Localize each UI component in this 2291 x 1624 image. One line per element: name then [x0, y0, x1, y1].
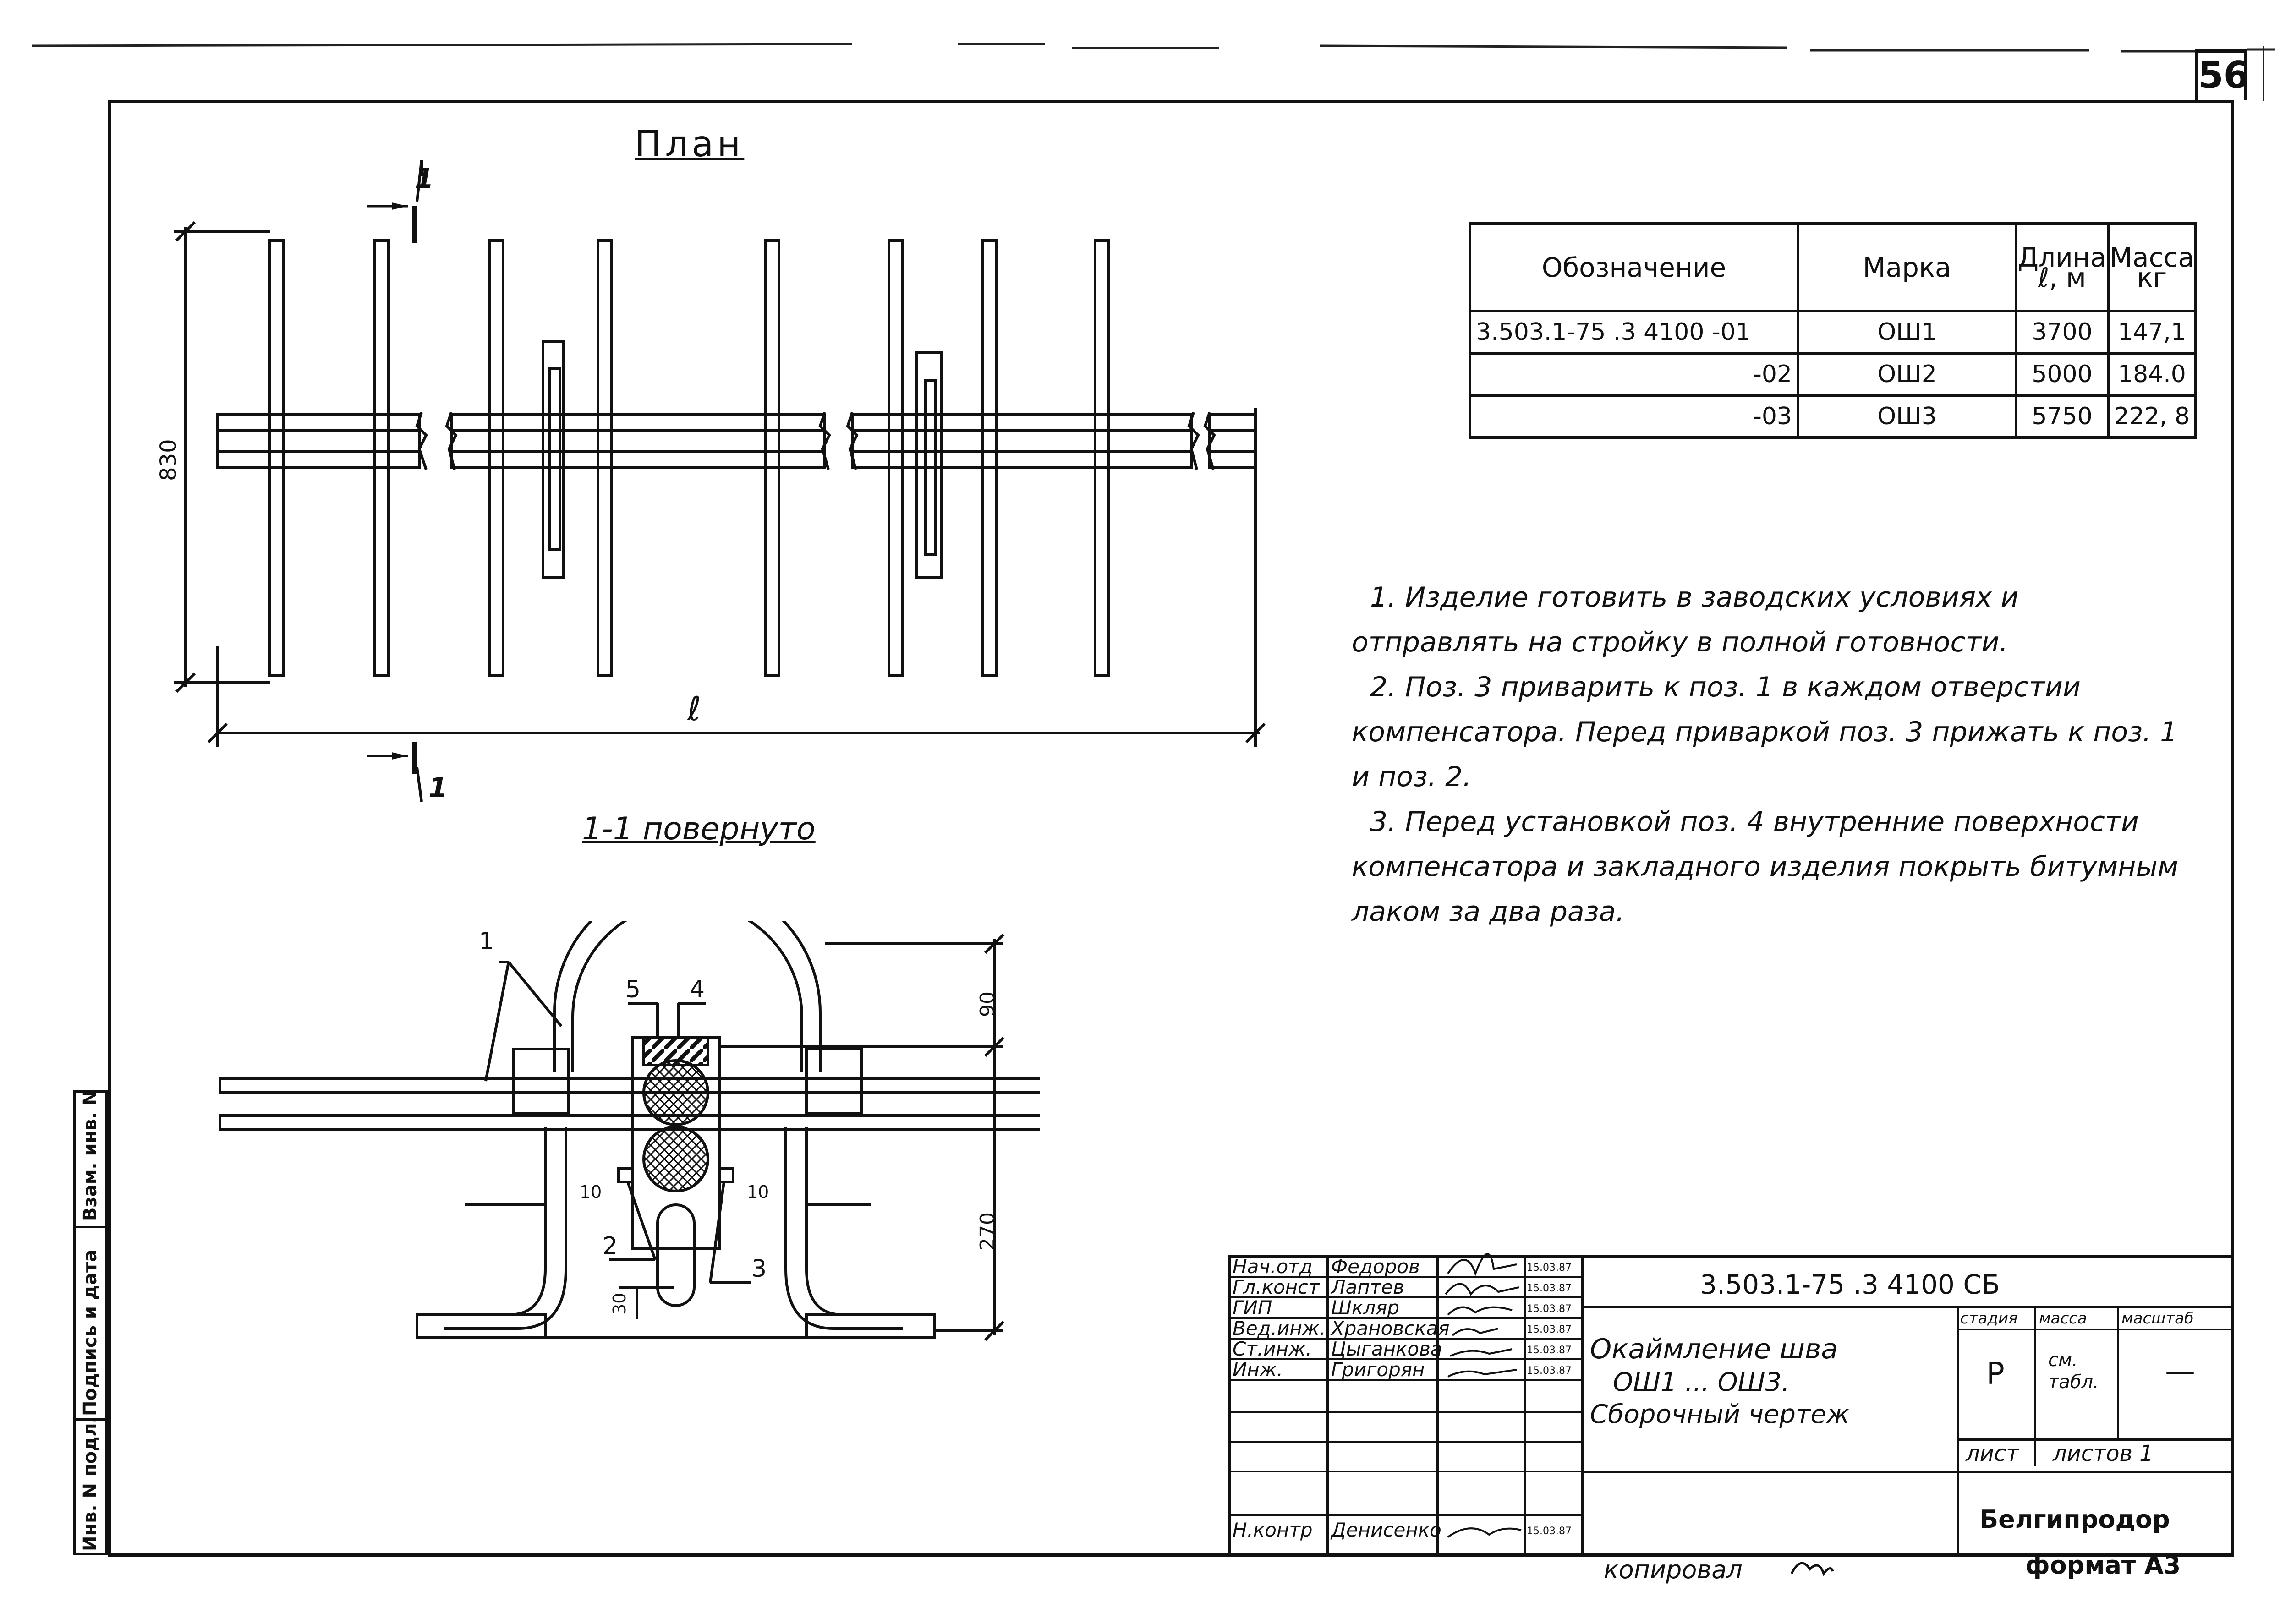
section-title: 1-1 повернуто [582, 811, 816, 847]
drawing-frame [108, 100, 2234, 1557]
date-4: 15.03.87 [1527, 1345, 1572, 1356]
date-9: 15.03.87 [1527, 1526, 1572, 1537]
side-label-replace-inv: Взам. инв. N [80, 1090, 101, 1221]
dim-10-right: 10 [747, 1182, 769, 1202]
sheet-number: 56 [2195, 49, 2249, 100]
pos-1-label: 1 [479, 928, 494, 955]
spec-cell-mass: 222, 8 [2107, 394, 2197, 439]
mass-header: масса [2039, 1309, 2087, 1328]
stage-header: стадия [1960, 1309, 2018, 1328]
spec-cell-designation: -02 [1469, 352, 1799, 397]
signatures [1445, 1253, 1522, 1538]
name-0: Федоров [1331, 1255, 1420, 1278]
dim-30: 30 [609, 1292, 630, 1315]
spec-table: Обозначение Марка Длина ℓ, м Масса кг 3.… [1469, 222, 2197, 439]
table-row: -02 ОШ2 5000 184.0 [1469, 352, 2197, 397]
name-1: Лаптев [1331, 1276, 1404, 1298]
section-mark-top: 1 [415, 163, 434, 195]
note-2: 2. Поз. 3 приварить к поз. 1 в каждом от… [1352, 671, 2178, 793]
spec-cell-length: 5750 [2015, 394, 2110, 439]
notes-block: 1. Изделие готовить в заводских условиях… [1352, 575, 2195, 934]
doc-name-line1: Окаймление шва [1590, 1333, 1838, 1365]
side-cell-replace-inv: Взам. инв. N [76, 1090, 105, 1226]
spec-header-designation: Обозначение [1469, 222, 1799, 312]
date-1: 15.03.87 [1527, 1283, 1572, 1294]
section-mark-bottom: 1 [428, 772, 448, 804]
role-3: Вед.инж. [1233, 1317, 1326, 1340]
plan-dim-length: ℓ [687, 689, 701, 728]
role-2: ГИП [1233, 1296, 1272, 1319]
side-label-inv-no: Инв. N подл. [80, 1416, 101, 1551]
role-1: Гл.конст [1233, 1276, 1320, 1298]
date-0: 15.03.87 [1527, 1262, 1572, 1274]
spec-header-mass: Масса кг [2107, 222, 2197, 312]
top-edge-lines [32, 43, 2275, 101]
spec-cell-designation: 3.503.1-75 .3 4100 -01 [1469, 310, 1799, 355]
spec-cell-length: 3700 [2015, 310, 2110, 355]
spec-cell-length: 5000 [2015, 352, 2110, 397]
name-2: Шкляр [1331, 1296, 1400, 1319]
doc-name-line2: ОШ1 ... ОШ3. [1613, 1367, 1790, 1397]
name-5: Григорян [1331, 1358, 1425, 1381]
table-row: 3.503.1-75 .3 4100 -01 ОШ1 3700 147,1 [1469, 310, 2197, 355]
side-cell-inv-no: Инв. N подл. [76, 1416, 105, 1553]
date-3: 15.03.87 [1527, 1324, 1572, 1335]
scale-header: масштаб [2121, 1309, 2194, 1328]
side-cell-sign-date: Подпись и дата [76, 1226, 105, 1418]
note-3: 3. Перед установкой поз. 4 внутренние по… [1352, 806, 2179, 928]
role-9: Н.контр [1233, 1519, 1313, 1541]
name-4: Цыганкова [1331, 1338, 1442, 1360]
organization: Белгипродор [1979, 1505, 2170, 1534]
pos-4-label: 4 [690, 976, 705, 1003]
spec-header-mark: Марка [1797, 222, 2017, 312]
note-1: 1. Изделие готовить в заводских условиях… [1352, 581, 2019, 658]
spec-cell-mark: ОШ1 [1797, 310, 2017, 355]
mass-value: см. табл. [2048, 1350, 2099, 1393]
spec-header-length: Длина ℓ, м [2015, 222, 2110, 312]
copied-label: копировал [1604, 1555, 1743, 1584]
spec-cell-designation: -03 [1469, 394, 1799, 439]
role-0: Нач.отд [1233, 1255, 1313, 1278]
date-2: 15.03.87 [1527, 1303, 1572, 1315]
spec-cell-mark: ОШ3 [1797, 394, 2017, 439]
side-stamp: Взам. инв. N Подпись и дата Инв. N подл. [73, 1090, 108, 1555]
plan-title: План [635, 124, 745, 165]
dim-90: 90 [976, 991, 999, 1017]
sheets-label: листов 1 [2053, 1441, 2154, 1466]
doc-designation: 3.503.1-75 .3 4100 СБ [1700, 1269, 2000, 1300]
pos-5-label: 5 [625, 976, 641, 1003]
format-label: формат А3 [2025, 1551, 2181, 1580]
spec-cell-mark: ОШ2 [1797, 352, 2017, 397]
role-5: Инж. [1233, 1358, 1283, 1381]
dim-10-left: 10 [580, 1182, 602, 1202]
table-row: -03 ОШ3 5750 222, 8 [1469, 394, 2197, 439]
doc-name-line3: Сборочный чертеж [1590, 1400, 1850, 1429]
dim-270: 270 [976, 1212, 999, 1251]
copied-signature [1790, 1562, 1834, 1576]
sheet-label: лист [1966, 1441, 2019, 1466]
spec-cell-mass: 184.0 [2107, 352, 2197, 397]
pos-3-label: 3 [751, 1255, 767, 1283]
role-4: Ст.инж. [1233, 1338, 1312, 1360]
spec-table-header: Обозначение Марка Длина ℓ, м Масса кг [1469, 222, 2197, 312]
spec-cell-mass: 147,1 [2107, 310, 2197, 355]
scale-value: — [2165, 1354, 2195, 1389]
title-block: Нач.отд Гл.конст ГИП Вед.инж. Ст.инж. Ин… [1228, 1253, 2234, 1557]
name-9: Денисенко [1331, 1519, 1441, 1541]
stage-value: Р [1986, 1356, 2005, 1391]
name-3: Храновская [1331, 1317, 1450, 1340]
plan-dim-width: 830 [156, 439, 181, 481]
side-label-sign-date: Подпись и дата [80, 1249, 101, 1416]
date-5: 15.03.87 [1527, 1365, 1572, 1377]
pos-2-label: 2 [603, 1232, 618, 1260]
plan-view-drawing [174, 160, 1266, 802]
section-view-drawing [219, 921, 1040, 1341]
